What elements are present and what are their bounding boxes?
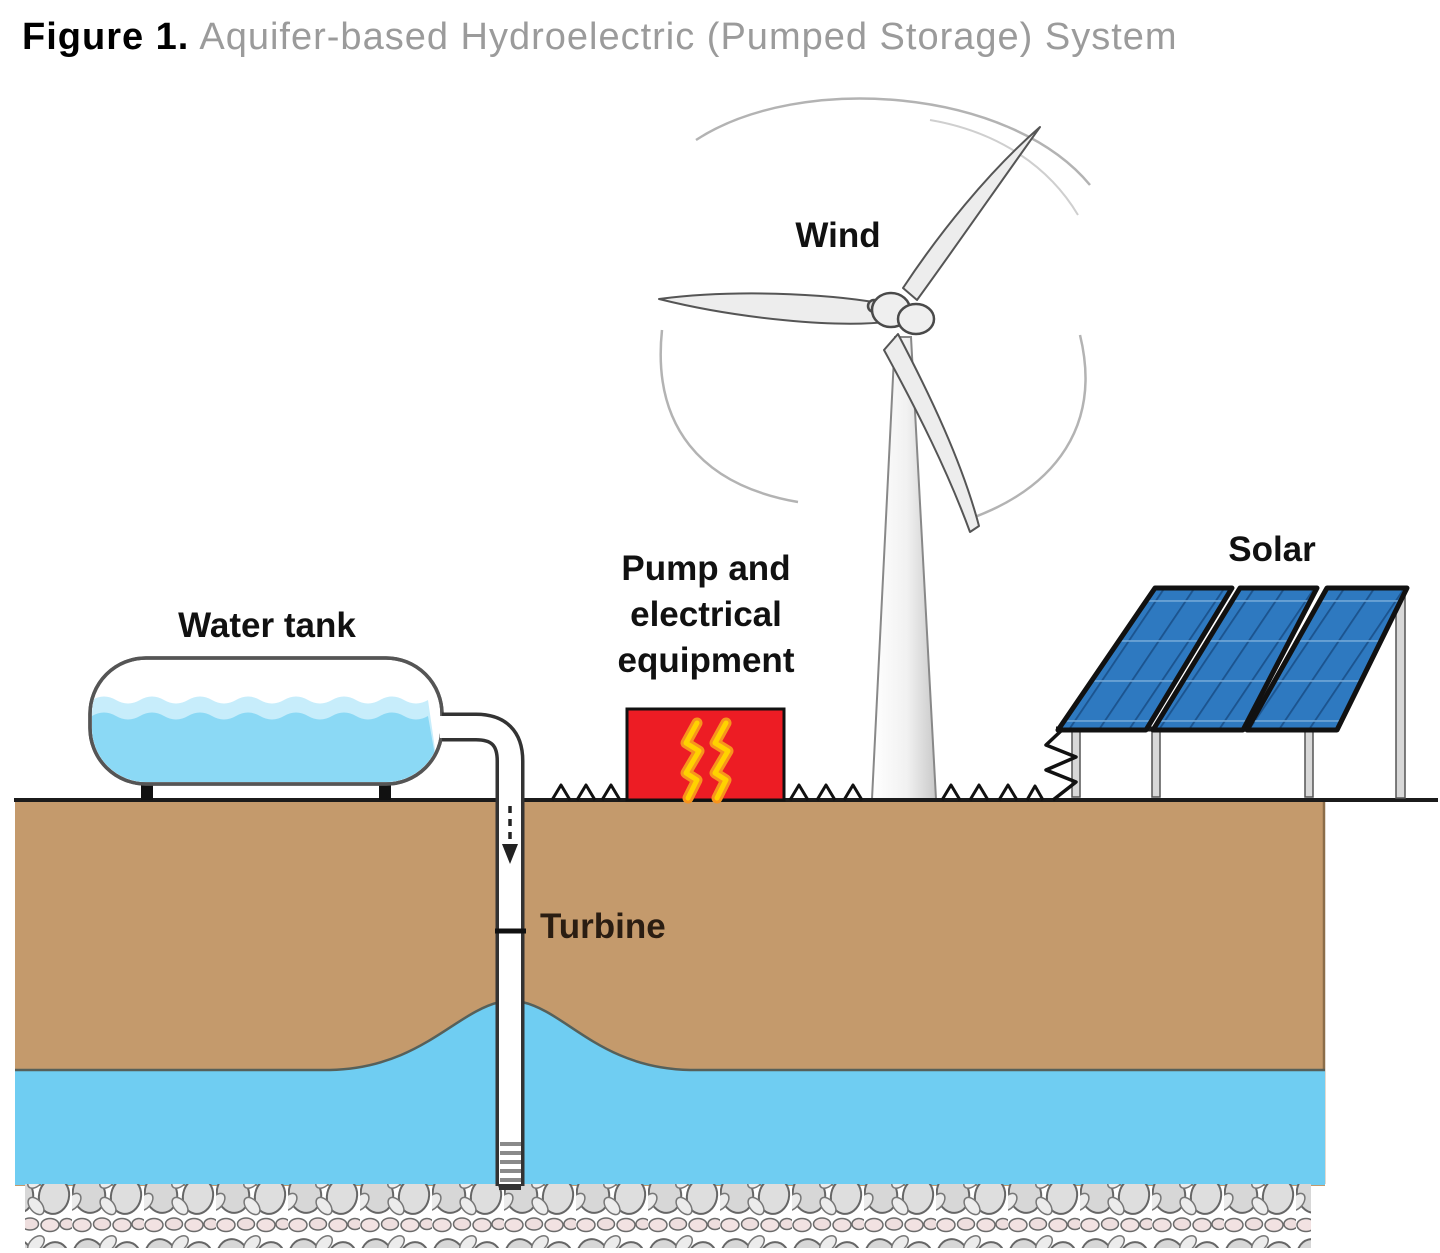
well-pipe bbox=[440, 712, 526, 1190]
grass-tufts bbox=[550, 783, 1045, 801]
connection-zigzag bbox=[1044, 728, 1078, 802]
turbine-hub bbox=[866, 291, 936, 336]
figure-number: Figure 1. bbox=[22, 16, 190, 58]
lightning-bolt-icon bbox=[680, 717, 734, 804]
solar-panel bbox=[1055, 585, 1410, 733]
pump-box-icon bbox=[625, 707, 786, 804]
figure-caption: Figure 1.Aquifer-based Hydroelectric (Pu… bbox=[22, 16, 1178, 59]
water-tank-icon bbox=[88, 656, 444, 800]
wind-label: Wind bbox=[795, 216, 881, 255]
pump-label-line3: equipment bbox=[617, 641, 795, 680]
water-tank-label: Water tank bbox=[178, 606, 356, 645]
figure-title: Aquifer-based Hydroelectric (Pumped Stor… bbox=[199, 16, 1178, 58]
pump-label-line1: Pump and bbox=[621, 549, 791, 588]
pump-equipment-label: Pump and electrical equipment bbox=[618, 546, 795, 684]
flow-down-arrow-icon bbox=[502, 806, 518, 864]
pump-label-line2: electrical bbox=[630, 595, 782, 634]
turbine-label: Turbine bbox=[540, 907, 666, 946]
tank-water-body bbox=[92, 712, 440, 782]
wind-turbine-icon bbox=[658, 97, 1091, 800]
solar-label: Solar bbox=[1228, 530, 1316, 569]
gravel-layer bbox=[25, 1184, 1311, 1248]
solar-panels-icon bbox=[1044, 585, 1410, 802]
well-screen bbox=[500, 1142, 521, 1182]
